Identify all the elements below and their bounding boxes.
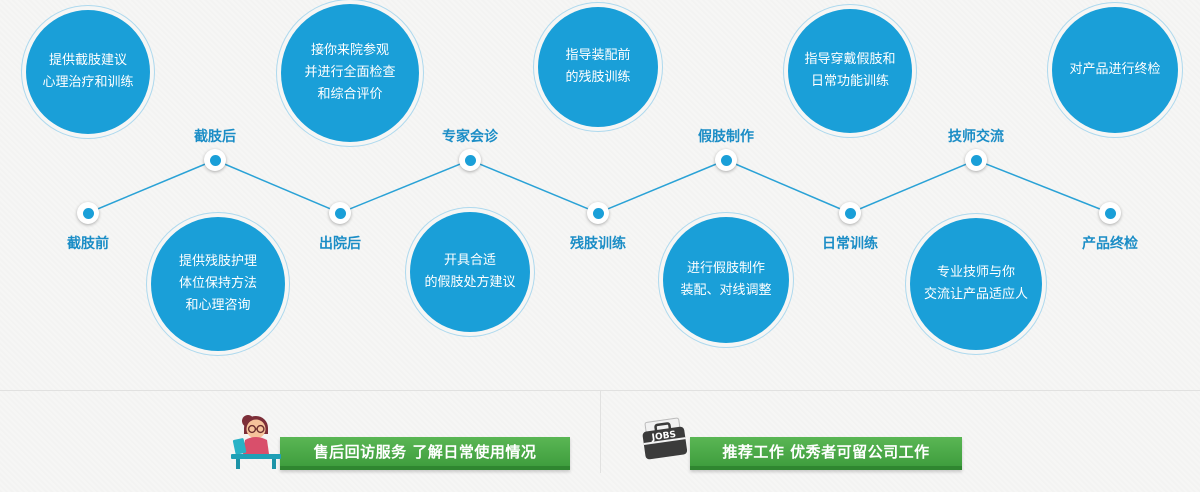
service-agent-icon: [228, 412, 284, 470]
node-dot: [464, 154, 476, 166]
after-sales-banner[interactable]: 售后回访服务 了解日常使用情况: [280, 437, 570, 470]
stage-label-final-check: 产品终检: [1082, 236, 1138, 252]
step-bubble-text: 指导装配前 的残肢训练: [565, 47, 631, 85]
step-bubble-text: 接你来院参观 并进行全面检查 和综合评价: [304, 42, 396, 103]
step-bubble-amputation-advice: 提供截肢建议 心理治疗和训练: [26, 10, 150, 134]
node-dot: [82, 207, 94, 219]
job-recommendation-banner-text: 推荐工作 优秀者可留公司工作: [722, 443, 930, 461]
stage-label-stump-training: 残肢训练: [570, 236, 626, 252]
timeline-node-fabrication: [715, 149, 737, 171]
step-bubble-text: 对产品进行终检: [1069, 61, 1161, 77]
node-dot: [844, 207, 856, 219]
step-bubble-text: 指导穿戴假肢和 日常功能训练: [804, 51, 896, 89]
jobs-briefcase-icon: JOBS: [636, 414, 694, 470]
step-bubble-hospital-visit: 接你来院参观 并进行全面检查 和综合评价: [281, 4, 419, 142]
step-bubble-wearing-training: 指导穿戴假肢和 日常功能训练: [788, 9, 912, 133]
step-bubble-final-inspection: 对产品进行终检: [1052, 7, 1178, 133]
node-dot: [970, 154, 982, 166]
timeline-node-post-amputation: [204, 149, 226, 171]
footer-divider-horizontal: [0, 390, 1200, 391]
jobs-icon-label: JOBS: [650, 430, 676, 443]
stage-label-fabrication: 假肢制作: [698, 129, 754, 145]
timeline-node-technician: [965, 149, 987, 171]
step-bubble-stump-care: 提供残肢护理 体位保持方法 和心理咨询: [151, 217, 285, 351]
timeline-node-daily-training: [839, 202, 861, 224]
timeline-node-final-check: [1099, 202, 1121, 224]
stage-label-post-discharge: 出院后: [319, 236, 361, 252]
step-bubble-fabrication: 进行假肢制作 装配、对线调整: [663, 217, 789, 343]
job-recommendation-banner[interactable]: 推荐工作 优秀者可留公司工作: [690, 437, 962, 470]
stage-label-post-amputation: 截肢后: [194, 129, 236, 145]
node-dot: [720, 154, 732, 166]
step-bubble-technician-exchange: 专业技师与你 交流让产品适应人: [910, 218, 1042, 350]
timeline-node-post-discharge: [329, 202, 351, 224]
stage-label-technician: 技师交流: [948, 129, 1004, 145]
timeline-node-pre-amputation: [77, 202, 99, 224]
after-sales-banner-text: 售后回访服务 了解日常使用情况: [313, 443, 537, 461]
step-bubble-text: 提供截肢建议 心理治疗和训练: [42, 52, 134, 90]
step-bubble-text: 提供残肢护理 体位保持方法 和心理咨询: [178, 253, 257, 314]
step-bubble-text: 进行假肢制作 装配、对线调整: [680, 260, 772, 298]
footer-divider-vertical: [600, 391, 601, 473]
step-bubble-prescription: 开具合适 的假肢处方建议: [410, 212, 530, 332]
step-bubble-text: 开具合适 的假肢处方建议: [424, 252, 516, 290]
step-bubble-text: 专业技师与你 交流让产品适应人: [923, 264, 1028, 302]
timeline-node-expert-consult: [459, 149, 481, 171]
node-dot: [209, 154, 221, 166]
stage-label-expert-consult: 专家会诊: [442, 129, 498, 145]
node-dot: [334, 207, 346, 219]
stage-label-pre-amputation: 截肢前: [67, 236, 109, 252]
node-dot: [592, 207, 604, 219]
node-dot: [1104, 207, 1116, 219]
timeline-node-stump-training: [587, 202, 609, 224]
stage-label-daily-training: 日常训练: [822, 236, 878, 252]
step-bubble-prefit-training: 指导装配前 的残肢训练: [538, 7, 658, 127]
